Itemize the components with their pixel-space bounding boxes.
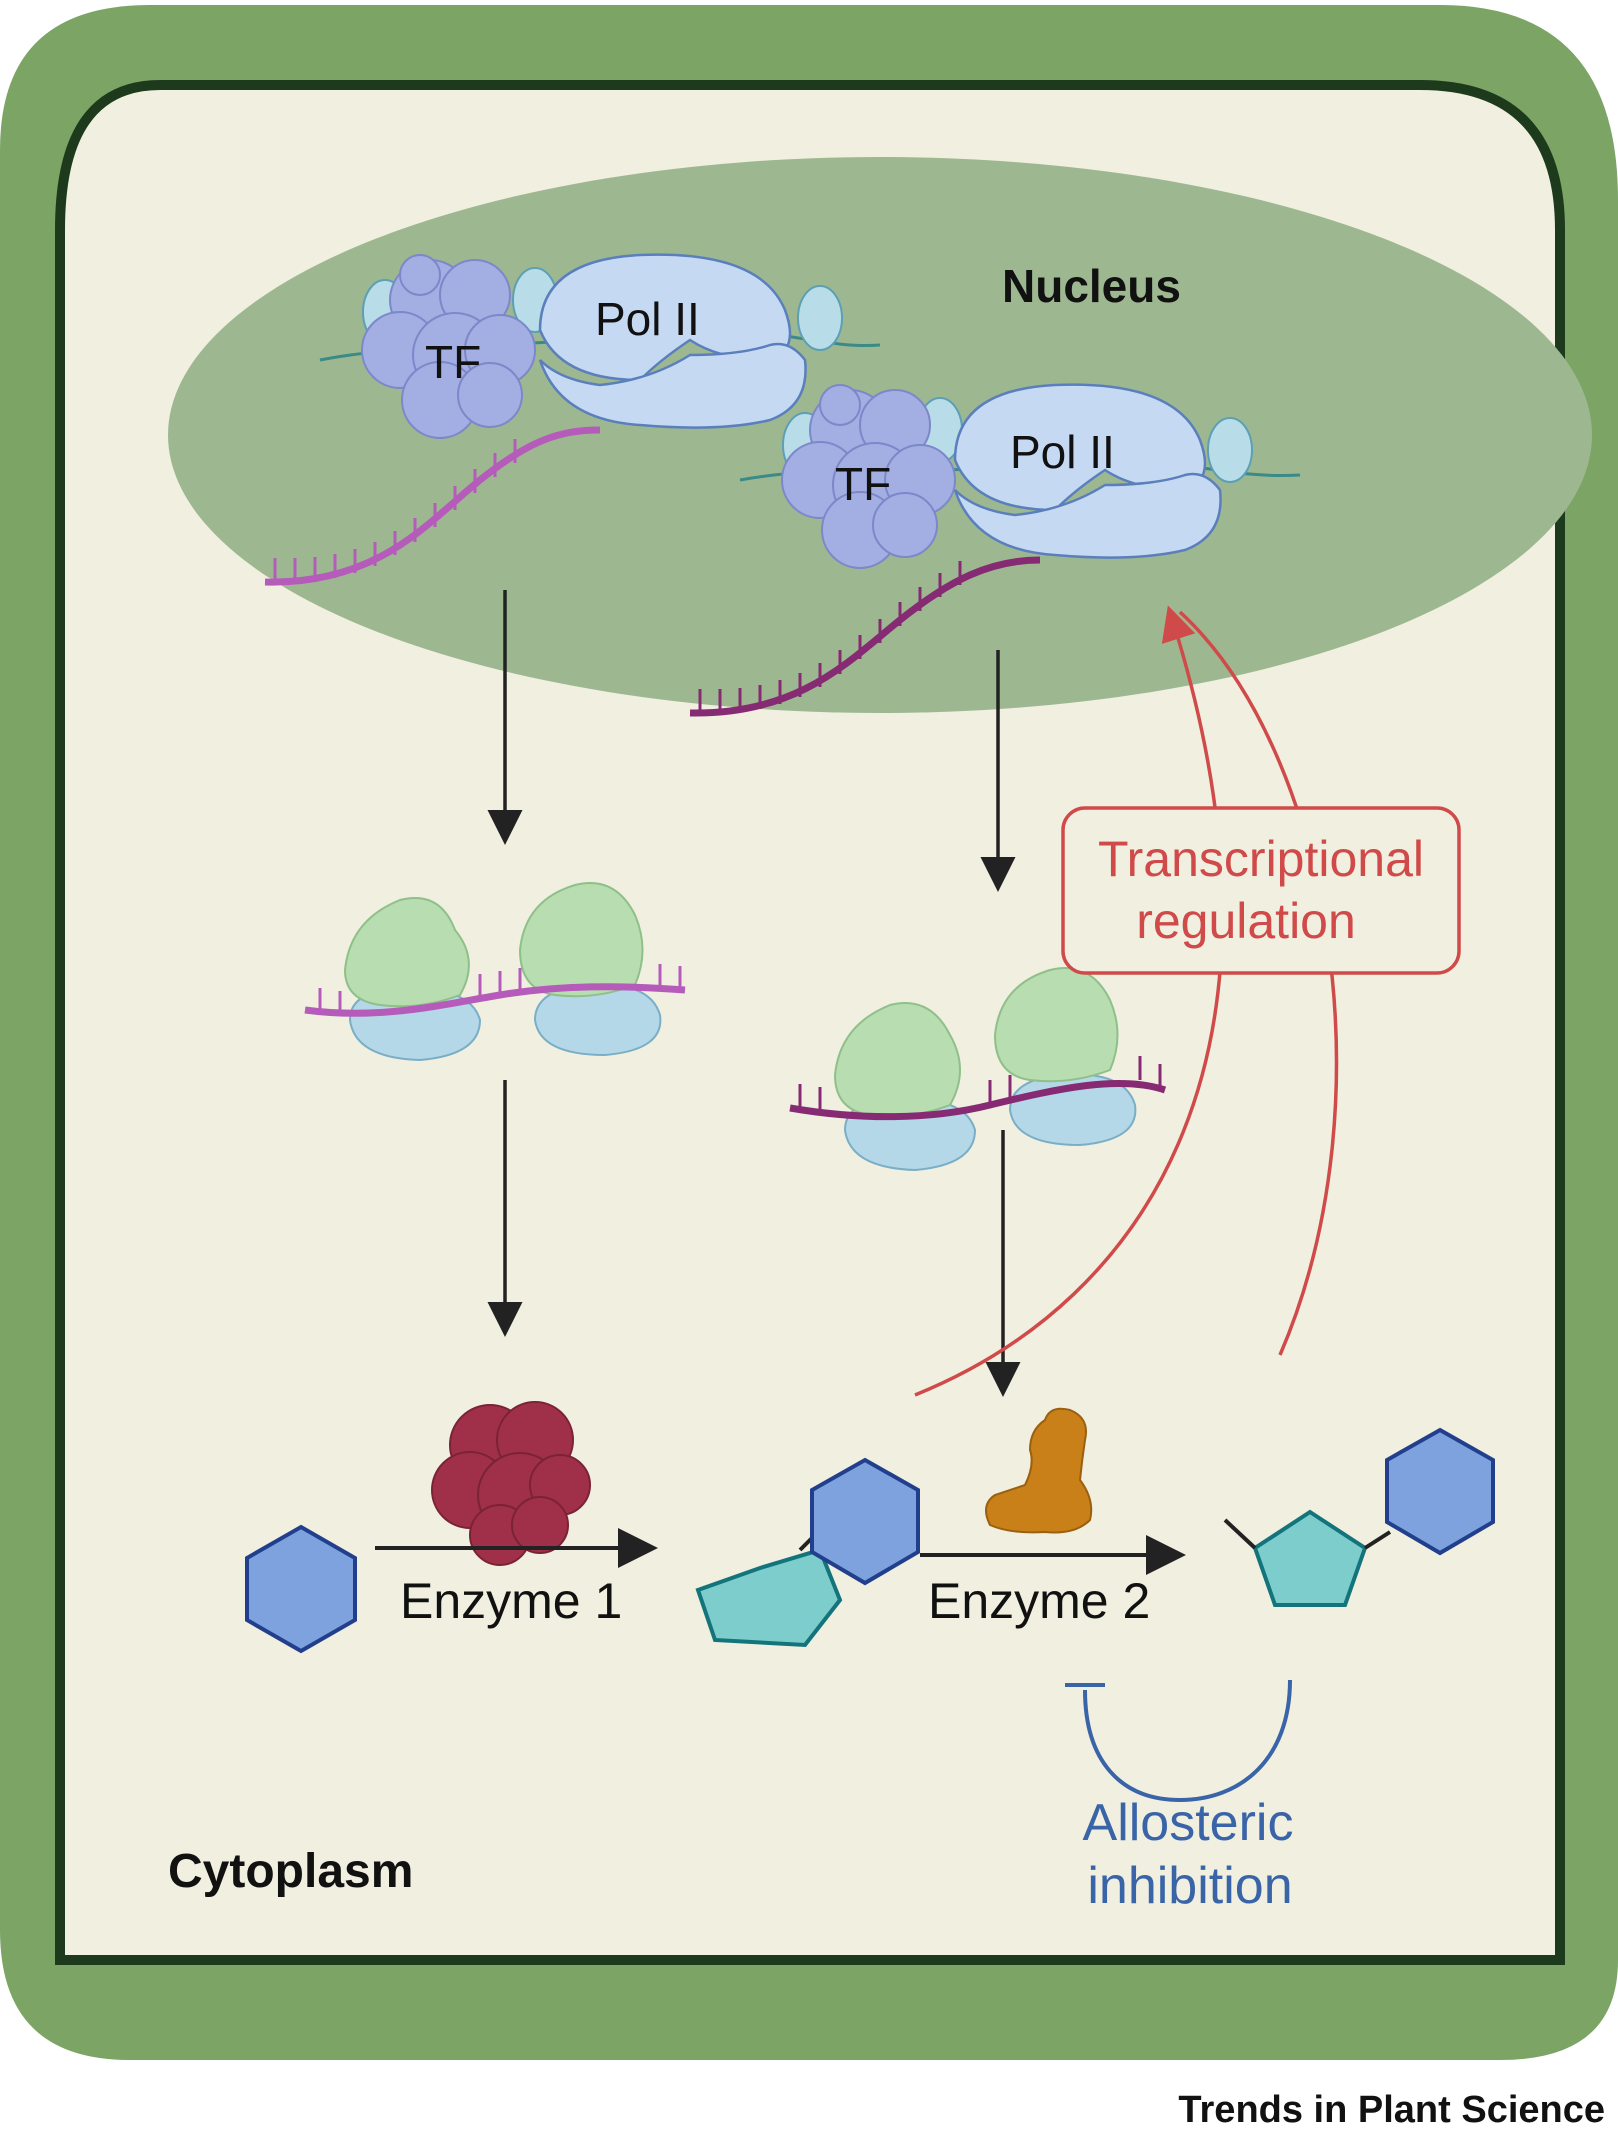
reaction-arrows xyxy=(375,1528,1186,1575)
transcriptional-regulation-label-2: regulation xyxy=(1136,893,1356,949)
transcription-factor-icon xyxy=(361,254,536,439)
transcription-factor-icon xyxy=(781,384,956,569)
allosteric-inhibition-label-2: inhibition xyxy=(1087,1857,1292,1915)
transcriptional-regulation-label-1: Transcriptional xyxy=(1098,831,1424,887)
enzyme-icon xyxy=(985,1407,1093,1534)
tf-label-2: TF xyxy=(835,458,891,510)
hexagon-molecule-icon xyxy=(245,1524,357,1654)
tf-label-1: TF xyxy=(425,336,481,388)
cytoplasmic-mrna-2 xyxy=(789,1056,1167,1121)
enzyme-1-label: Enzyme 1 xyxy=(400,1573,622,1629)
pol-ii-label-1: Pol II xyxy=(595,293,700,345)
nascent-mrna-2 xyxy=(689,556,1041,717)
nascent-mrna-1 xyxy=(264,426,601,586)
rna-polymerase-icon xyxy=(953,383,1222,559)
final-product-molecule-icon xyxy=(1223,1427,1495,1607)
pol-ii-label-2: Pol II xyxy=(1010,426,1115,478)
enzyme-icon xyxy=(431,1401,591,1566)
allosteric-inhibition-label-1: Allosteric xyxy=(1083,1794,1294,1852)
flow-arrows xyxy=(487,590,1021,1397)
enzyme-2-label: Enzyme 2 xyxy=(928,1573,1150,1629)
nucleus-label: Nucleus xyxy=(1002,260,1181,312)
journal-footer: Trends in Plant Science xyxy=(1178,2089,1605,2131)
transcriptional-regulation-box xyxy=(1061,806,1461,975)
allosteric-inhibition-arc xyxy=(1065,1679,1292,1803)
pentagon-molecule-icon xyxy=(695,1457,920,1648)
cytoplasm-label: Cytoplasm xyxy=(168,1845,413,1898)
cytoplasmic-mrna-1 xyxy=(304,964,686,1017)
rna-polymerase-icon xyxy=(538,253,807,429)
